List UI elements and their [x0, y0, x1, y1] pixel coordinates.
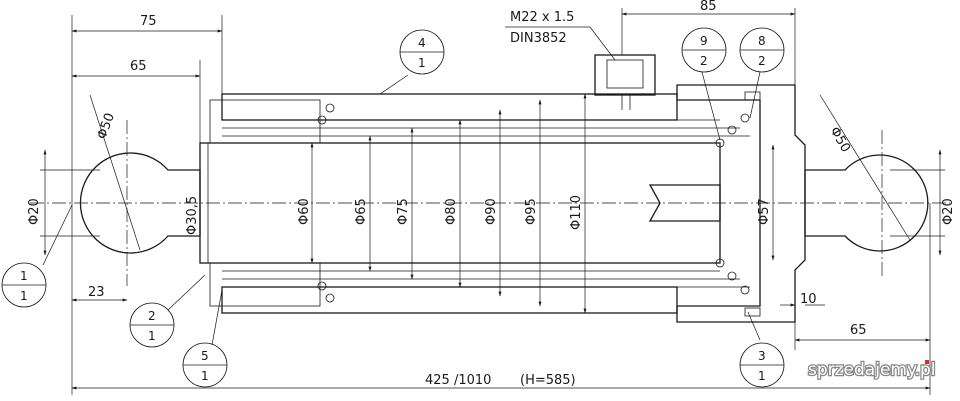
dim-23: 23	[88, 285, 105, 300]
svg-text:3: 3	[758, 349, 766, 363]
svg-text:sprzedajemy.pl: sprzedajemy.pl	[808, 360, 936, 380]
dim-total-length: 425 /1010	[425, 373, 491, 388]
svg-text:2: 2	[758, 54, 766, 68]
dim-90: Φ90	[484, 198, 499, 225]
thread-standard: DIN3852	[510, 31, 567, 46]
watermark: sprzedajemy.pl	[807, 359, 937, 382]
gland-seals	[209, 99, 335, 307]
dim-65-top: 65	[130, 59, 147, 74]
svg-text:4: 4	[418, 36, 426, 50]
svg-text:2: 2	[148, 309, 156, 323]
svg-text:5: 5	[201, 349, 209, 363]
dim-ball-left: Φ50	[95, 111, 118, 141]
dim-pin-right: Φ20	[941, 198, 956, 225]
cylinder-barrel	[221, 93, 750, 314]
right-ball-eye	[804, 130, 929, 276]
svg-text:8: 8	[758, 34, 766, 48]
svg-text:2: 2	[700, 54, 708, 68]
balloon-3-1: 3 1	[739, 342, 785, 388]
dim-75: 75	[140, 14, 157, 29]
balloon-2-1: 2 1	[129, 302, 175, 348]
svg-text:9: 9	[700, 34, 708, 48]
dim-60: Φ60	[297, 198, 312, 225]
dim-75-dia: Φ75	[396, 198, 411, 225]
dim-pin-left: Φ20	[27, 198, 42, 225]
balloon-8-2: 8 2	[739, 27, 785, 73]
balloon-9-2: 9 2	[681, 27, 727, 73]
diameter-lines	[199, 93, 775, 314]
dim-57: Φ57	[757, 198, 772, 225]
dim-stroke: (H=585)	[520, 373, 576, 388]
dim-65: Φ65	[354, 198, 369, 225]
thread-spec: M22 x 1.5	[510, 10, 574, 25]
svg-text:1: 1	[20, 269, 28, 283]
dim-10: 10	[800, 292, 817, 307]
svg-text:1: 1	[148, 329, 156, 343]
end-cap	[676, 84, 806, 323]
balloon-4-1: 4 1	[399, 29, 445, 75]
port-fitting	[594, 54, 656, 110]
svg-text:1: 1	[201, 369, 209, 383]
balloon-5-1: 5 1	[182, 342, 228, 388]
dim-80: Φ80	[444, 198, 459, 225]
dim-30-5: Φ30,5	[185, 196, 200, 235]
leader-lines	[42, 71, 761, 346]
dim-85: 85	[700, 0, 717, 14]
dim-ball-right: Φ50	[827, 125, 853, 156]
dim-95: Φ95	[524, 198, 539, 225]
dim-65-right: 65	[850, 323, 867, 338]
svg-text:1: 1	[20, 289, 28, 303]
dim-110: Φ110	[569, 195, 584, 230]
balloon-1-1: 1 1	[1, 262, 47, 308]
svg-text:1: 1	[418, 56, 426, 70]
left-ball-eye	[79, 120, 201, 286]
svg-text:1: 1	[758, 369, 766, 383]
